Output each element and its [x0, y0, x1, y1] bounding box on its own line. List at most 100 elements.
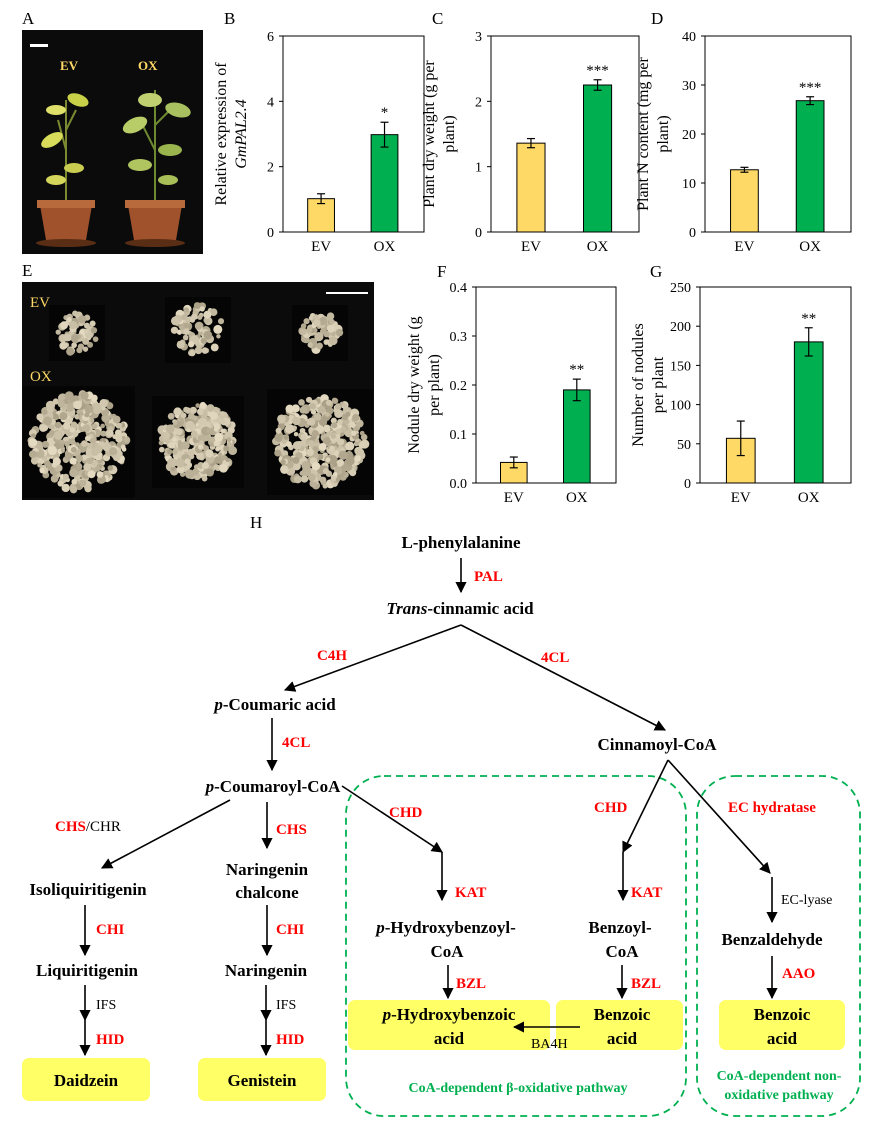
nodule-dot	[198, 440, 205, 446]
nodule-dot	[313, 319, 321, 327]
nodule-dot	[76, 463, 83, 470]
benzoic-acid-2-label-2: acid	[767, 1029, 798, 1048]
panel-letter-g: G	[650, 262, 662, 281]
nodule-dot	[334, 409, 344, 419]
nodule-dot	[66, 316, 72, 323]
nodule-dot	[314, 438, 320, 443]
nodule-dot	[328, 336, 338, 346]
nodule-dot	[354, 455, 362, 462]
nodule-dot	[184, 469, 195, 479]
nodule-dot	[101, 414, 110, 423]
nodule-dot	[199, 306, 205, 312]
nodule-dot	[100, 423, 105, 429]
nodule-dot	[158, 446, 165, 453]
nodule-dot	[358, 441, 366, 449]
nodule-dot	[274, 433, 283, 442]
nodule-dot	[195, 403, 201, 408]
nodule-dot	[307, 440, 315, 448]
y-tick-label: 50	[677, 438, 691, 453]
nodule-dot	[349, 469, 357, 477]
nodule-dot	[351, 430, 357, 436]
nodule-dot	[200, 337, 207, 344]
y-tick-label: 0.4	[450, 281, 468, 296]
nodule-dot	[92, 405, 102, 415]
panel-letter-e: E	[22, 261, 32, 280]
nodule-dot	[185, 317, 191, 323]
nodule-dot	[309, 403, 316, 410]
nodule-dot	[198, 330, 203, 336]
nodule-dot	[106, 429, 114, 437]
nodule-dot	[57, 480, 64, 487]
nodule-dot	[201, 347, 209, 354]
nodule-dot	[293, 475, 302, 484]
nodule-dot	[193, 302, 201, 309]
p-hydroxybenzoic-acid-label-1: p-Hydroxybenzoic	[381, 1005, 516, 1024]
nodule-dot	[70, 446, 77, 453]
nodule-dot	[311, 461, 321, 471]
nodule-dot	[201, 461, 210, 470]
nodule-dot	[293, 431, 299, 437]
nodule-dot	[107, 465, 114, 471]
nodule-dot	[288, 414, 295, 421]
nodule-dot	[84, 328, 89, 334]
naringenin-chalcone-1: Naringenin	[226, 860, 309, 879]
nodule-dot	[81, 440, 88, 447]
significance-mark: **	[801, 311, 816, 327]
significance-mark: ***	[799, 80, 822, 96]
nodule-dot	[217, 452, 223, 457]
nodule-dot	[197, 444, 204, 450]
nodule-dot	[79, 479, 87, 487]
nodule-dot	[67, 402, 76, 411]
plot-frame	[490, 35, 640, 233]
nodule-dot	[314, 331, 324, 342]
nodule-dot	[73, 400, 82, 410]
enzyme-c4h: C4H	[317, 648, 347, 664]
nodule-dot	[317, 405, 326, 414]
nodule-dot	[209, 436, 216, 443]
nodule-dot	[112, 415, 121, 424]
benzoic-acid-box-2	[719, 1000, 845, 1050]
nodule-dot	[183, 307, 190, 313]
nodule-dot	[94, 444, 103, 454]
nodule-dot	[331, 422, 338, 429]
nodule-dot	[177, 440, 183, 445]
nodule-dot	[117, 422, 123, 428]
nodule-dot	[335, 428, 342, 435]
nodule-dot	[292, 416, 301, 426]
enzyme-hid-1: HID	[96, 1032, 125, 1048]
nodule-dot	[330, 433, 336, 439]
nodule-dot	[60, 448, 65, 453]
nodule-dot	[335, 477, 341, 482]
photo-a-plants: EV OX	[22, 30, 203, 254]
nodule-dot	[326, 324, 336, 333]
nodule-dot	[292, 461, 301, 471]
nodule-dot	[66, 347, 75, 356]
enzyme-pal: PAL	[474, 569, 503, 585]
nodule-dot	[36, 413, 44, 421]
enzyme-ba4h: BA4H	[531, 1037, 568, 1052]
nodule-dot	[292, 441, 302, 450]
nodule-dot	[329, 445, 335, 452]
nodule-dot	[62, 473, 69, 481]
nodule-dot	[172, 437, 177, 442]
nodule-dot	[115, 435, 123, 443]
benzoic-acid-2-label-1: Benzoic	[754, 1005, 811, 1024]
nodule-dot	[64, 440, 70, 447]
nodule-dot	[80, 391, 89, 400]
nodule-dot	[318, 417, 328, 426]
nodule-dot	[332, 462, 338, 468]
nodule-dot	[165, 424, 175, 434]
nodule-dot	[55, 329, 61, 335]
x-tick-label: OX	[798, 490, 820, 506]
panel-letter-h: H	[250, 513, 262, 532]
photo-a-ev-label: EV	[60, 58, 79, 73]
panel-letter-b: B	[224, 9, 235, 28]
nodule-dot	[306, 448, 314, 457]
nodule-dot	[41, 440, 50, 448]
genistein-label: Genistein	[228, 1071, 297, 1090]
